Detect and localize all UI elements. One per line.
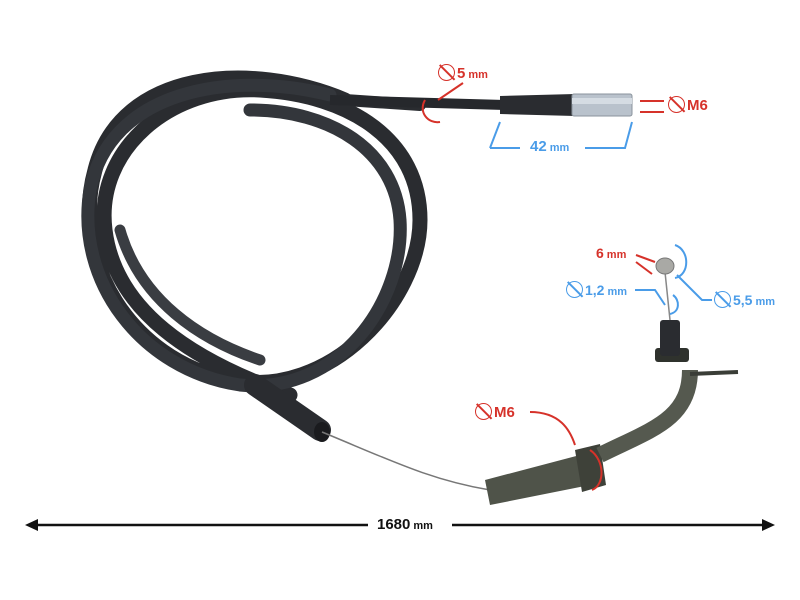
- blue-annotations: [489, 121, 712, 315]
- thread-bottom-label: M6: [475, 403, 515, 420]
- thread-top-label: M6: [668, 96, 708, 113]
- unit: mm: [468, 69, 488, 81]
- unit: mm: [413, 520, 433, 532]
- top-ferrule: [329, 93, 633, 117]
- bottom-fitting: [485, 257, 739, 505]
- diameter-icon: [566, 281, 583, 298]
- unit: mm: [549, 142, 570, 154]
- red-annotations: [421, 82, 664, 491]
- inner-wire-value: 1,2: [585, 282, 605, 298]
- nipple-diameter-value: 5,5: [733, 292, 753, 308]
- diameter-icon: [438, 64, 455, 81]
- nipple-length-value: 6: [596, 245, 604, 261]
- thread-top-value: M6: [687, 97, 708, 114]
- outer-diameter-value: 5: [457, 65, 466, 82]
- cable-coil: [81, 70, 428, 403]
- lower-end: [244, 374, 491, 491]
- unit: mm: [755, 296, 776, 308]
- ferrule-length-value: 42: [530, 138, 547, 155]
- thread-bottom-value: M6: [494, 404, 515, 421]
- unit: mm: [607, 286, 628, 298]
- diameter-icon: [668, 96, 685, 113]
- diameter-icon: [714, 291, 731, 308]
- total-length-value: 1680: [377, 516, 411, 533]
- diameter-icon: [475, 403, 492, 420]
- unit: mm: [606, 249, 627, 261]
- total-length-arrow: [25, 519, 775, 531]
